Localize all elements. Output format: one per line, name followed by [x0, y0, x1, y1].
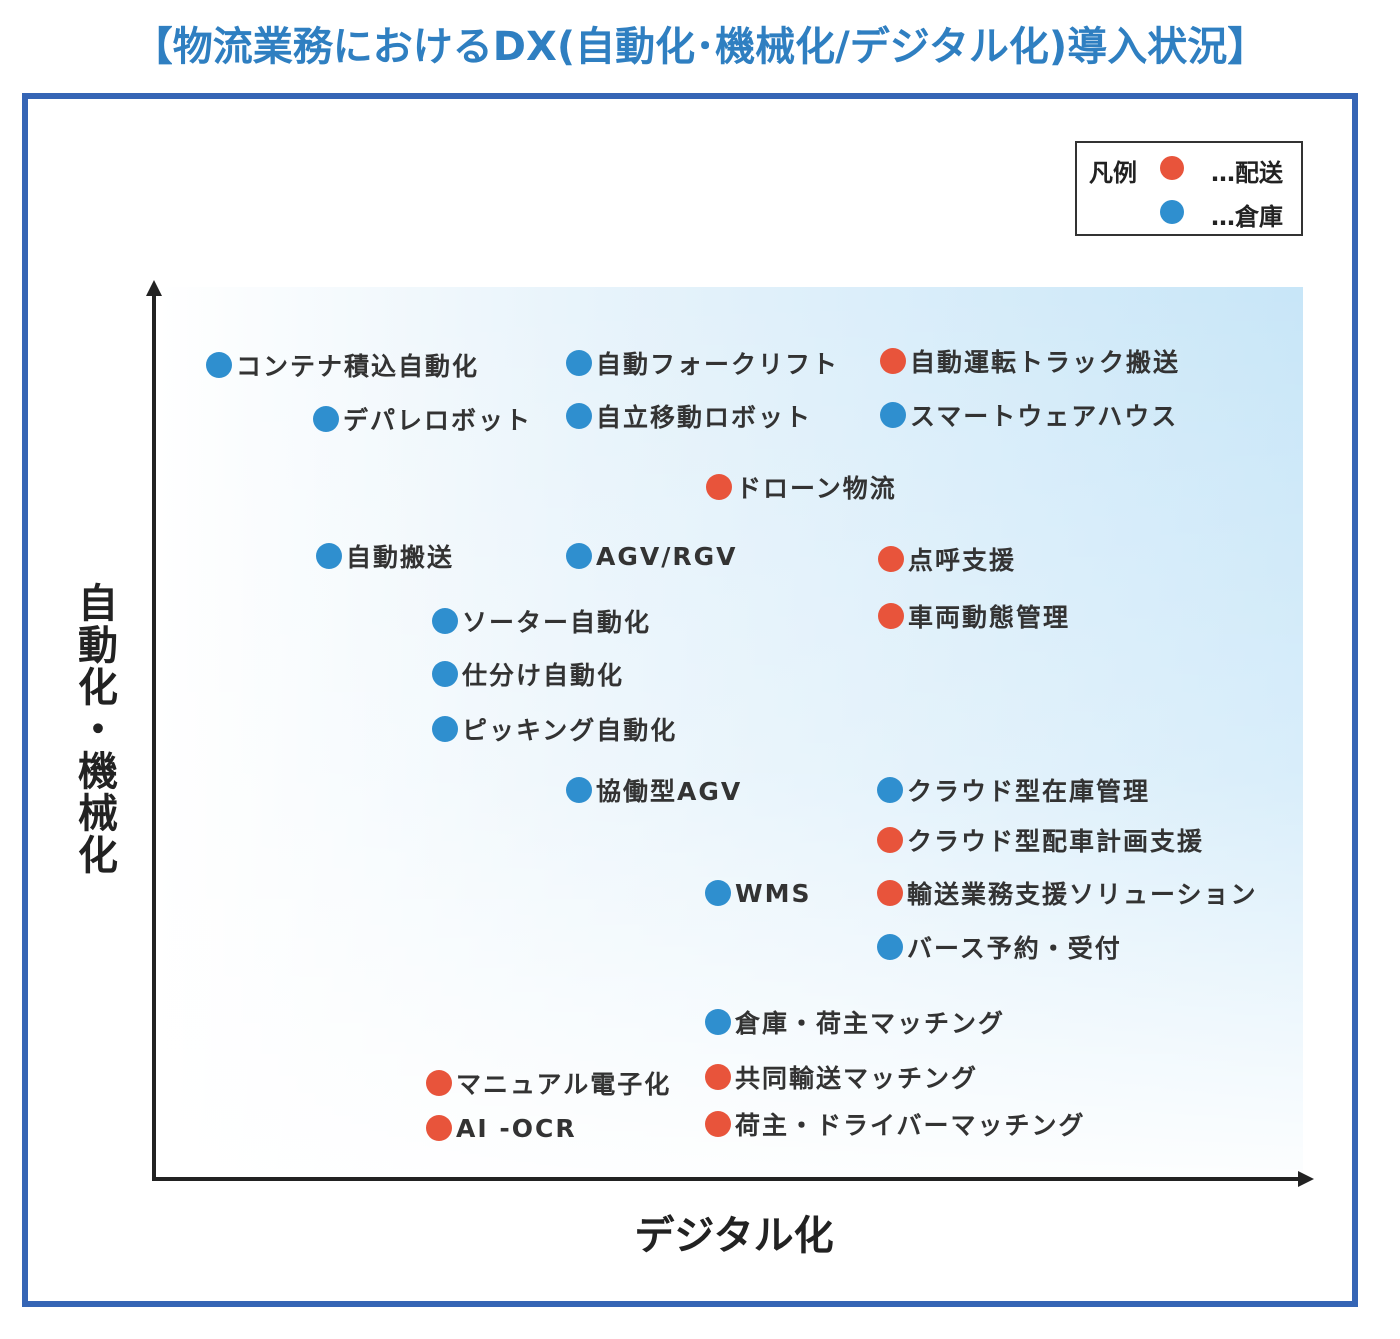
warehouse-dot-icon	[313, 406, 339, 432]
diagram-item: 点呼支援	[878, 544, 1017, 575]
diagram-item: 自立移動ロボット	[566, 401, 813, 432]
warehouse-dot-icon	[432, 716, 458, 742]
diagram-item: WMS	[705, 878, 811, 908]
warehouse-dot-icon	[877, 777, 903, 803]
delivery-dot-icon	[426, 1115, 452, 1141]
y-axis-arrow-icon	[146, 280, 162, 296]
diagram-item: マニュアル電子化	[426, 1068, 672, 1099]
warehouse-dot-icon	[566, 777, 592, 803]
diagram-item: 仕分け自動化	[432, 659, 625, 690]
item-label: 自立移動ロボット	[596, 403, 813, 432]
diagram-item: デパレロボット	[313, 404, 533, 435]
item-label: ピッキング自動化	[462, 716, 678, 745]
legend-warehouse-label: …倉庫	[1211, 203, 1283, 231]
diagram-item: 輸送業務支援ソリューション	[877, 878, 1258, 909]
item-label: スマートウェアハウス	[910, 402, 1179, 431]
item-label: デパレロボット	[343, 406, 533, 435]
warehouse-dot-icon	[566, 350, 592, 376]
warehouse-dot-icon	[705, 1009, 731, 1035]
warehouse-dot-icon	[1160, 200, 1184, 224]
item-label: ソーター自動化	[462, 608, 652, 637]
item-label: 仕分け自動化	[462, 661, 625, 690]
item-label: バース予約・受付	[907, 934, 1122, 963]
warehouse-dot-icon	[206, 352, 232, 378]
diagram-item: ドローン物流	[706, 472, 897, 503]
diagram-item: 倉庫・荷主マッチング	[705, 1007, 1006, 1038]
legend-delivery-label: …配送	[1211, 159, 1283, 187]
item-label: 点呼支援	[908, 546, 1017, 575]
delivery-dot-icon	[878, 546, 904, 572]
item-label: 自動搬送	[346, 543, 455, 572]
delivery-dot-icon	[877, 827, 903, 853]
delivery-dot-icon	[705, 1111, 731, 1137]
item-label: 協働型AGV	[596, 777, 743, 806]
warehouse-dot-icon	[877, 934, 903, 960]
x-axis	[152, 1177, 1300, 1181]
delivery-dot-icon	[426, 1070, 452, 1096]
item-label: 自動運転トラック搬送	[910, 348, 1181, 377]
diagram-item: AI -OCR	[426, 1113, 577, 1143]
item-label: 共同輸送マッチング	[735, 1064, 979, 1093]
legend-title: 凡例	[1089, 159, 1137, 187]
item-label: マニュアル電子化	[456, 1070, 672, 1099]
warehouse-dot-icon	[566, 403, 592, 429]
delivery-dot-icon	[706, 474, 732, 500]
item-label: 輸送業務支援ソリューション	[907, 880, 1258, 909]
item-label: 荷主・ドライバーマッチング	[735, 1111, 1086, 1140]
diagram-item: 自動フォークリフト	[566, 348, 840, 379]
delivery-dot-icon	[877, 880, 903, 906]
diagram-item: 荷主・ドライバーマッチング	[705, 1109, 1086, 1140]
item-label: ドローン物流	[736, 474, 897, 503]
legend: 凡例 …配送 …倉庫	[1075, 141, 1303, 236]
diagram-item: 協働型AGV	[566, 775, 743, 806]
diagram-item: ピッキング自動化	[432, 714, 678, 745]
x-axis-arrow-icon	[1298, 1171, 1314, 1187]
diagram-item: 共同輸送マッチング	[705, 1062, 979, 1093]
diagram-frame	[22, 93, 1358, 1307]
item-label: コンテナ積込自動化	[236, 352, 480, 381]
warehouse-dot-icon	[566, 543, 592, 569]
item-label: 倉庫・荷主マッチング	[735, 1009, 1006, 1038]
delivery-dot-icon	[878, 603, 904, 629]
item-label: クラウド型配車計画支援	[907, 827, 1205, 856]
diagram-item: 自動運転トラック搬送	[880, 346, 1181, 377]
warehouse-dot-icon	[432, 661, 458, 687]
y-axis	[152, 293, 156, 1180]
item-label: 車両動態管理	[908, 603, 1071, 632]
warehouse-dot-icon	[705, 880, 731, 906]
page-title: 【物流業務におけるDX(自動化･機械化/デジタル化)導入状況】	[132, 24, 1268, 70]
item-label: クラウド型在庫管理	[907, 777, 1151, 806]
diagram-item: コンテナ積込自動化	[206, 350, 480, 381]
item-label: AI -OCR	[456, 1113, 577, 1143]
warehouse-dot-icon	[316, 543, 342, 569]
delivery-dot-icon	[880, 348, 906, 374]
diagram-item: クラウド型在庫管理	[877, 775, 1151, 806]
x-axis-label: デジタル化	[634, 1213, 834, 1259]
diagram-item: スマートウェアハウス	[880, 400, 1179, 431]
item-label: 自動フォークリフト	[596, 350, 840, 379]
y-axis-label: 自動化・機械化	[71, 582, 117, 876]
diagram-item: AGV/RGV	[566, 541, 737, 571]
item-label: AGV/RGV	[596, 541, 738, 571]
plot-area	[158, 287, 1303, 1177]
item-label: WMS	[735, 878, 812, 908]
diagram-item: クラウド型配車計画支援	[877, 825, 1205, 856]
delivery-dot-icon	[1160, 156, 1184, 180]
warehouse-dot-icon	[880, 402, 906, 428]
diagram-item: 自動搬送	[316, 541, 455, 572]
delivery-dot-icon	[705, 1064, 731, 1090]
diagram-item: ソーター自動化	[432, 606, 652, 637]
diagram-item: 車両動態管理	[878, 601, 1071, 632]
warehouse-dot-icon	[432, 608, 458, 634]
diagram-item: バース予約・受付	[877, 932, 1122, 963]
